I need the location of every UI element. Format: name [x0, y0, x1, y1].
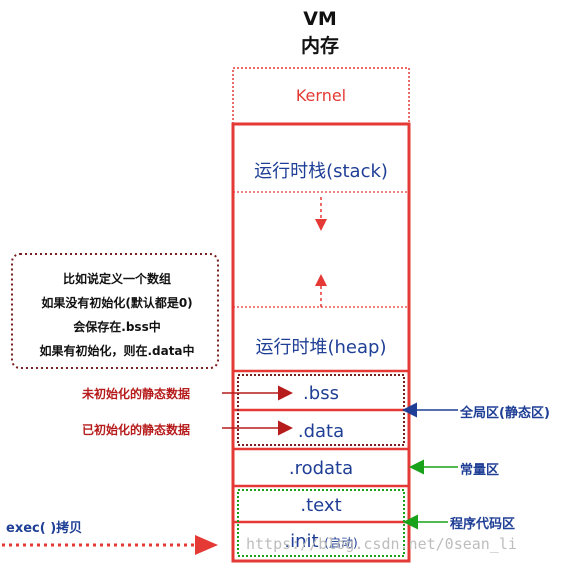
initialized-static-label: 已初始化的静态数据 — [82, 423, 191, 437]
diagram-title-vm: VM — [303, 8, 337, 30]
note-line-3: 会保存在.bss中 — [73, 320, 161, 334]
heap-label: 运行时堆(heap) — [255, 337, 387, 358]
constant-area-label: 常量区 — [460, 463, 500, 478]
init-label: .init (启动) — [233, 531, 409, 552]
code-area-label: 程序代码区 — [450, 517, 516, 532]
note-line-1: 比如说定义一个数组 — [62, 272, 171, 286]
stack-label: 运行时栈(stack) — [254, 161, 388, 182]
rodata-label: .rodata — [288, 458, 354, 479]
global-area-label: 全局区(静态区) — [460, 406, 550, 421]
user-memory-box — [231, 122, 411, 563]
note-line-2: 如果没有初始化(默认都是0) — [41, 296, 193, 310]
init-note: (启动) — [324, 536, 358, 550]
data-label: .data — [297, 421, 345, 442]
exec-copy-label: exec( )拷贝 — [6, 521, 83, 536]
note-line-4: 如果有初始化，则在.data中 — [39, 344, 195, 358]
exec-copy-arrow-head — [195, 535, 218, 555]
note-box — [11, 253, 219, 369]
uninitialized-static-label: 未初始化的静态数据 — [82, 387, 191, 401]
init-name: .init — [284, 531, 319, 552]
diagram-title-memory: 内存 — [300, 35, 339, 57]
watermark-text: https://blog.csdn.net/0sean_li — [246, 535, 517, 553]
kernel-label: Kernel — [295, 86, 347, 105]
text-label: .text — [300, 495, 342, 516]
bss-label: .bss — [303, 383, 339, 404]
